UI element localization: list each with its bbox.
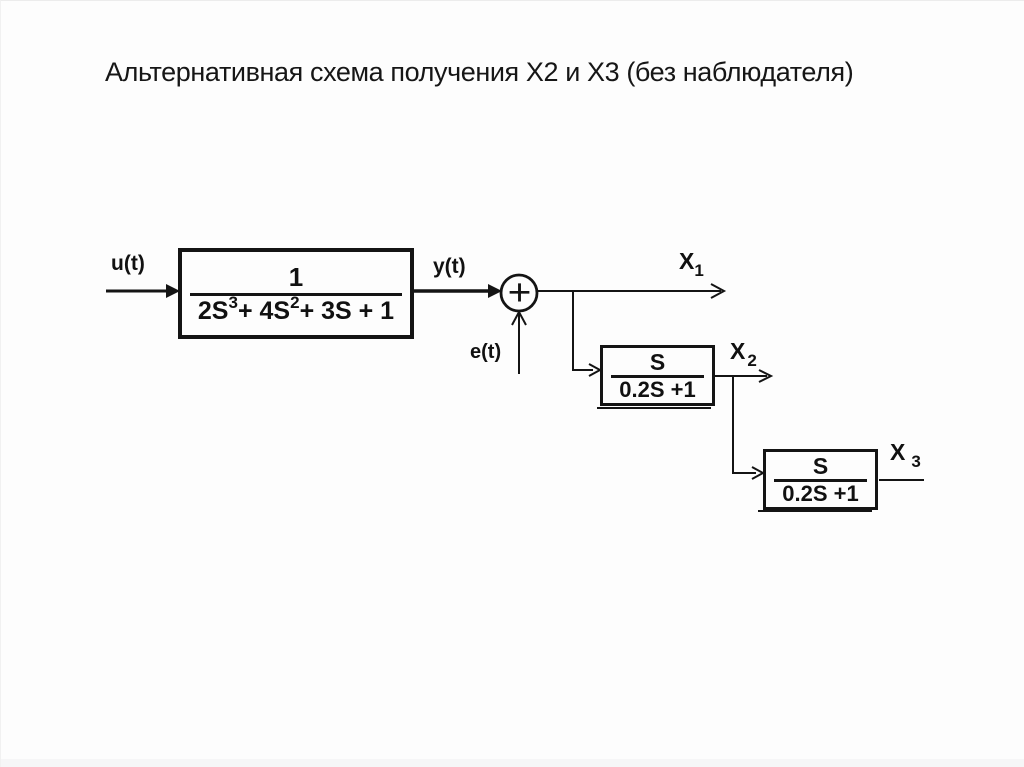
footer-strip (1, 759, 1024, 767)
transfer-block-plant: 1 2S3+ 4S2+ 3S + 1 (178, 248, 414, 339)
error-signal-label: e(t) (470, 341, 502, 363)
diff1-fraction-bar (611, 374, 704, 378)
diff2-numerator: S (812, 452, 829, 479)
x2-arrowhead (758, 369, 774, 383)
plant-denominator: 2S3+ 4S2+ 3S + 1 (197, 293, 395, 325)
diff1-denominator: 0.2S +1 (619, 376, 696, 402)
slide-title: Альтернативная схема получения Х2 и Х3 (… (105, 57, 854, 87)
transfer-block-diff2: S 0.2S +1 (763, 449, 878, 510)
plant-fraction-bar (190, 292, 402, 296)
input-arrowhead (166, 284, 180, 298)
plant-numerator: 1 (288, 261, 304, 292)
diff2-fraction-bar (774, 478, 867, 482)
diff2-denominator: 0.2S +1 (782, 480, 859, 506)
branch2-wire (732, 376, 756, 474)
transfer-block-diff1: S 0.2S +1 (600, 345, 715, 406)
output-signal-label: y(t) (433, 255, 466, 278)
x1-arrowhead (710, 283, 727, 299)
input-signal-label: u(t) (111, 252, 145, 275)
branch1-wire (572, 291, 593, 371)
output-arrowhead (488, 284, 502, 298)
diff1-numerator: S (649, 348, 666, 375)
x1-label: X1 (679, 248, 704, 280)
sum-plus-sign: + (507, 272, 532, 313)
error-arrowhead (511, 309, 527, 326)
